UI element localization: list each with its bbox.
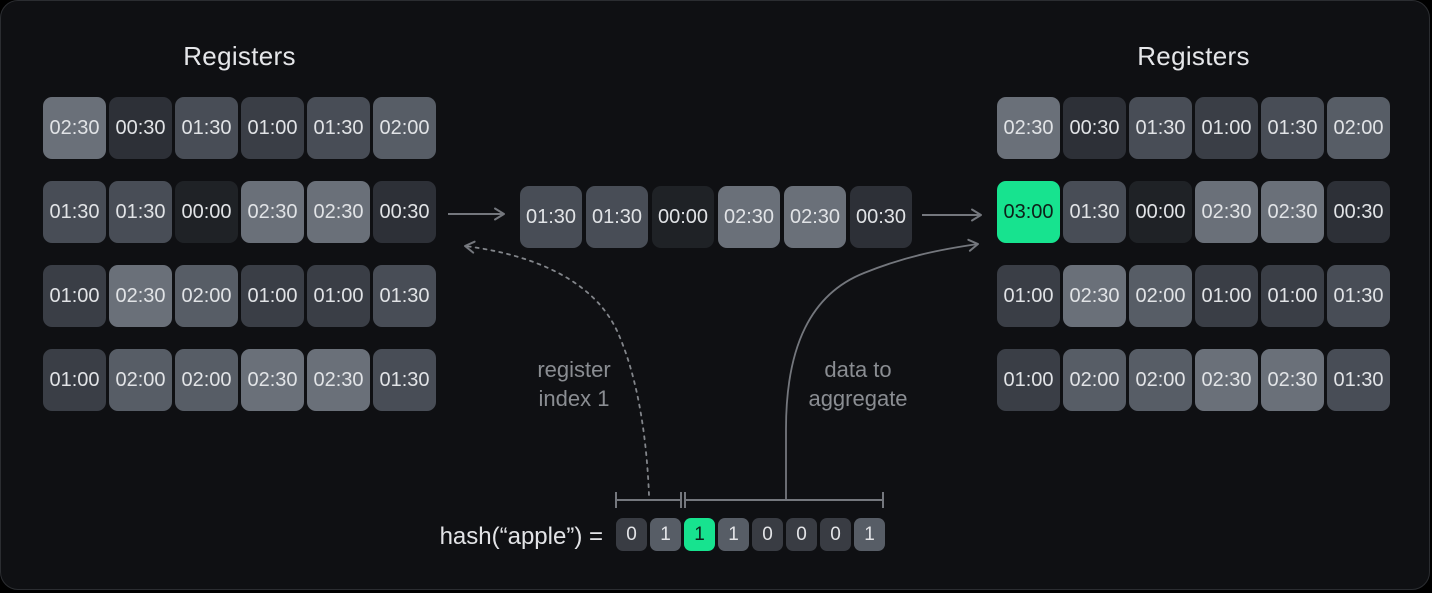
register-cell: 02:30	[1195, 181, 1258, 243]
register-cell: 02:00	[1129, 349, 1192, 411]
register-cell: 01:30	[307, 97, 370, 159]
register-cell: 01:00	[307, 265, 370, 327]
register-cell: 02:30	[109, 265, 172, 327]
register-cell: 02:00	[373, 97, 436, 159]
register-cell: 02:30	[718, 186, 780, 248]
register-cell: 01:30	[109, 181, 172, 243]
register-cell: 01:30	[1063, 181, 1126, 243]
register-cell: 01:00	[241, 265, 304, 327]
register-cell: 02:30	[307, 349, 370, 411]
right-registers-title: Registers	[1137, 41, 1250, 71]
register-cell: 02:30	[307, 181, 370, 243]
register-cell: 02:00	[109, 349, 172, 411]
register-cell: 01:00	[997, 349, 1060, 411]
register-cell-highlighted: 03:00	[997, 181, 1060, 243]
register-cell: 02:00	[1327, 97, 1390, 159]
register-cell: 01:30	[1261, 97, 1324, 159]
register-cell: 02:00	[175, 349, 238, 411]
register-cell: 02:30	[1261, 349, 1324, 411]
register-cell: 01:30	[1327, 349, 1390, 411]
register-cell: 01:30	[520, 186, 582, 248]
register-cell: 00:00	[1129, 181, 1192, 243]
left-registers-title: Registers	[183, 41, 296, 71]
index-bits-bracket	[615, 492, 682, 508]
register-cell: 02:30	[1063, 265, 1126, 327]
register-cell: 02:30	[1261, 181, 1324, 243]
hash-bit: 0	[752, 518, 783, 551]
register-cell: 01:00	[1195, 265, 1258, 327]
register-cell: 02:00	[1129, 265, 1192, 327]
register-cell: 00:30	[850, 186, 912, 248]
register-index-label: register index 1	[537, 357, 611, 411]
register-cell: 01:30	[373, 349, 436, 411]
data-to-aggregate-label: data to aggregate	[808, 357, 908, 411]
register-cell: 01:00	[997, 265, 1060, 327]
register-cell: 00:00	[652, 186, 714, 248]
hash-bit: 1	[650, 518, 681, 551]
register-cell: 02:30	[43, 97, 106, 159]
hash-bit: 0	[820, 518, 851, 551]
hash-bit: 0	[786, 518, 817, 551]
register-cell: 02:30	[997, 97, 1060, 159]
register-cell: 01:30	[586, 186, 648, 248]
hash-bit: 1	[718, 518, 749, 551]
register-cell: 01:30	[373, 265, 436, 327]
register-cell: 02:30	[784, 186, 846, 248]
register-cell: 02:00	[1063, 349, 1126, 411]
register-cell: 00:30	[1327, 181, 1390, 243]
register-cell: 01:00	[241, 97, 304, 159]
register-cell: 00:30	[1063, 97, 1126, 159]
register-cell: 01:30	[43, 181, 106, 243]
register-cell: 01:00	[1195, 97, 1258, 159]
register-cell: 01:00	[1261, 265, 1324, 327]
hash-bit: 0	[616, 518, 647, 551]
register-cell: 00:30	[373, 181, 436, 243]
register-cell: 02:30	[241, 349, 304, 411]
data-bits-bracket	[684, 492, 884, 508]
register-cell: 00:30	[109, 97, 172, 159]
register-cell: 02:00	[175, 265, 238, 327]
hash-bit-highlighted: 1	[684, 518, 715, 551]
register-cell: 01:30	[175, 97, 238, 159]
register-cell: 02:30	[1195, 349, 1258, 411]
register-cell: 01:30	[1327, 265, 1390, 327]
register-cell: 00:00	[175, 181, 238, 243]
hash-bit: 1	[854, 518, 885, 551]
register-cell: 01:00	[43, 349, 106, 411]
hash-expression: hash(“apple”) =	[439, 523, 603, 550]
register-cell: 01:00	[43, 265, 106, 327]
register-cell: 02:30	[241, 181, 304, 243]
register-cell: 01:30	[1129, 97, 1192, 159]
